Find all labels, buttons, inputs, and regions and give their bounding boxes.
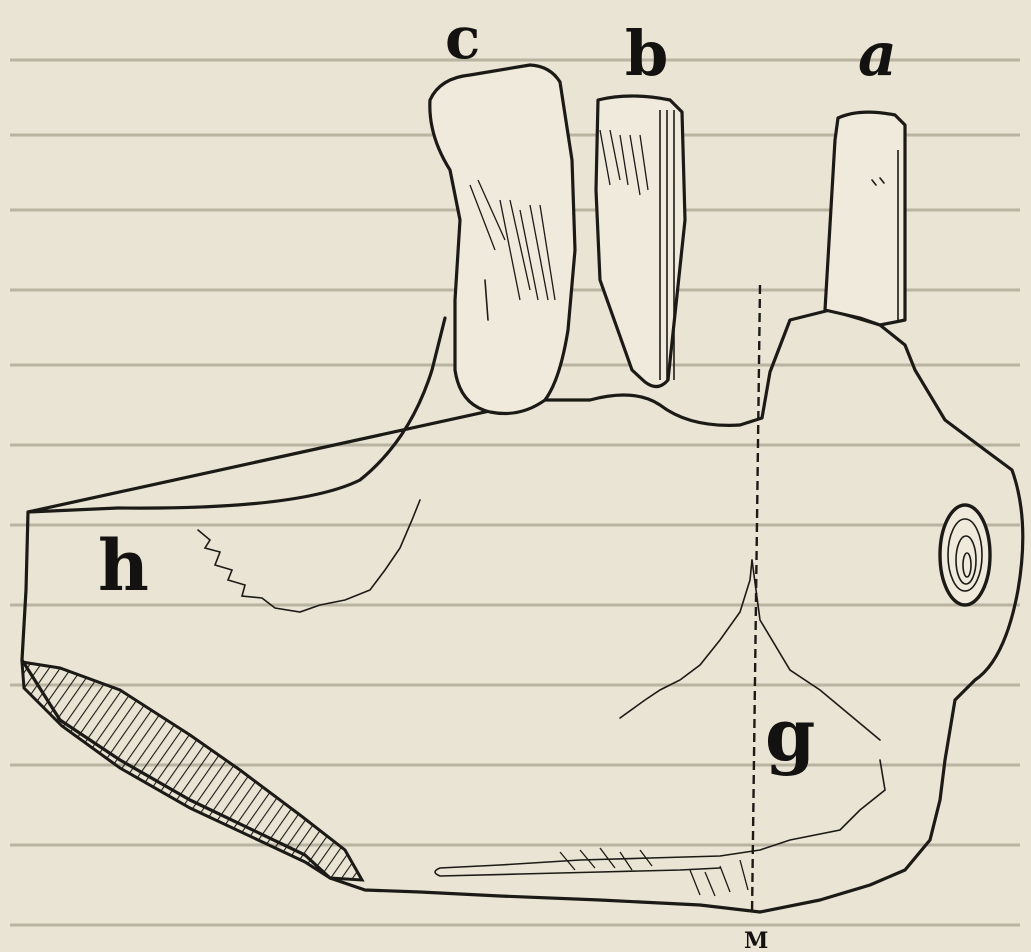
label-h: h: [98, 524, 149, 607]
tooth-b: [596, 96, 685, 387]
rough-edge-h: [198, 500, 420, 612]
hatched-region: [22, 662, 362, 880]
midline: [752, 285, 760, 915]
tooth-a: [825, 112, 905, 325]
label-a: a: [858, 20, 897, 90]
tooth-c: [430, 65, 575, 414]
label-c: c: [445, 4, 480, 72]
lower-ridge: [435, 760, 885, 876]
label-g: g: [765, 692, 815, 777]
foramen: [940, 505, 990, 605]
label-b: b: [625, 17, 668, 90]
label-m: M: [744, 928, 768, 952]
rough-edge-g-left: [620, 560, 752, 718]
